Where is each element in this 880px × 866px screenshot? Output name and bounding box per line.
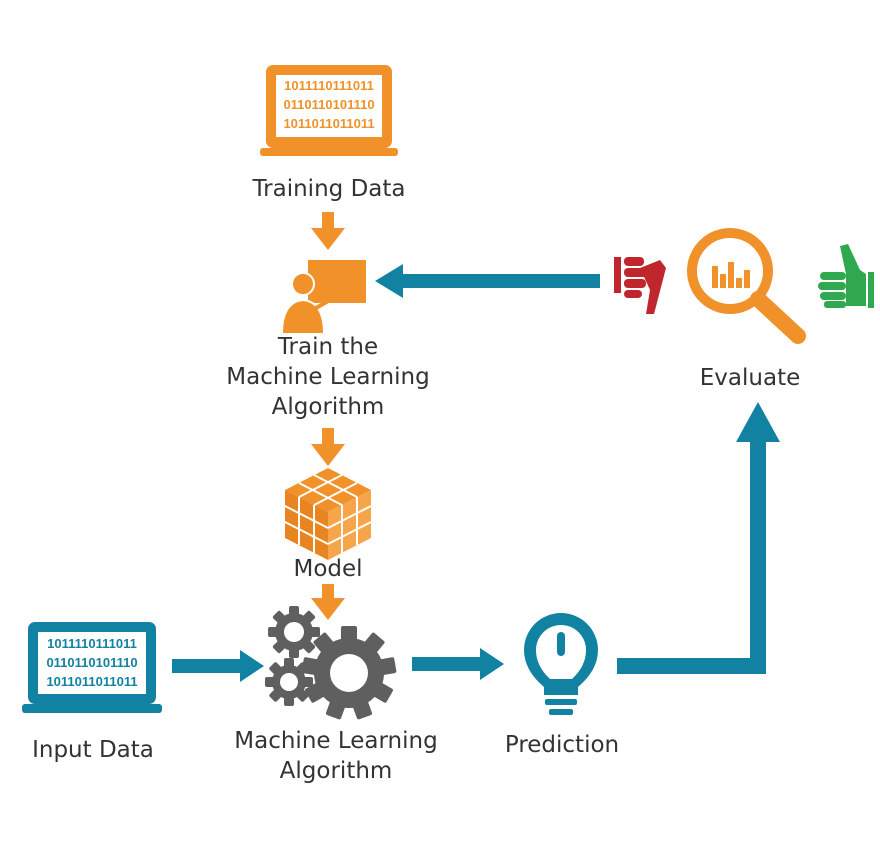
- prediction-label: Prediction: [504, 732, 620, 758]
- algorithm-label: Machine Learning Algorithm: [186, 726, 486, 786]
- thumbs-down-icon: [614, 257, 666, 314]
- input-binary-line: 1011110111011: [47, 636, 137, 651]
- arrow-training-to-train: [311, 212, 345, 250]
- arrow-evaluate-to-train: [375, 264, 600, 298]
- arrow-train-to-model: [311, 428, 345, 466]
- train-label-line: Algorithm: [271, 394, 385, 420]
- training-data-label: Training Data: [252, 176, 406, 202]
- input-data-label: Input Data: [32, 737, 154, 763]
- arrow-model-to-algorithm: [311, 584, 345, 620]
- train-label-line: Train the: [277, 334, 379, 360]
- train-label: Train the Machine Learning Algorithm: [180, 332, 476, 422]
- thumbs-up-icon: [818, 244, 874, 308]
- magnifier-bars: [712, 262, 750, 288]
- train-label-line: Machine Learning: [226, 364, 430, 390]
- arrow-prediction-to-evaluate: [617, 402, 780, 674]
- training-binary-line: 1011011011011: [283, 116, 374, 131]
- lightbulb-icon: [524, 613, 598, 715]
- arrow-input-to-algorithm: [172, 650, 264, 682]
- evaluate-label: Evaluate: [699, 365, 801, 391]
- presenter-icon: [280, 260, 366, 335]
- algorithm-label-line: Machine Learning: [234, 728, 438, 754]
- arrow-algorithm-to-prediction: [412, 648, 504, 680]
- cube-icon: [284, 468, 372, 560]
- model-label: Model: [293, 556, 363, 582]
- training-binary-line: 0110110101110: [283, 97, 374, 112]
- input-binary-line: 1011011011011: [46, 674, 137, 689]
- training-binary-line: 1011110111011: [284, 78, 374, 93]
- input-binary-line: 0110110101110: [46, 655, 137, 670]
- training-data-laptop-icon: 1011110111011 0110110101110 101101101101…: [260, 65, 398, 156]
- input-data-laptop-icon: 1011110111011 0110110101110 101101101101…: [22, 622, 162, 713]
- gears-icon: [265, 606, 397, 720]
- magnifier-icon: [687, 228, 806, 344]
- algorithm-label-line: Algorithm: [279, 758, 393, 784]
